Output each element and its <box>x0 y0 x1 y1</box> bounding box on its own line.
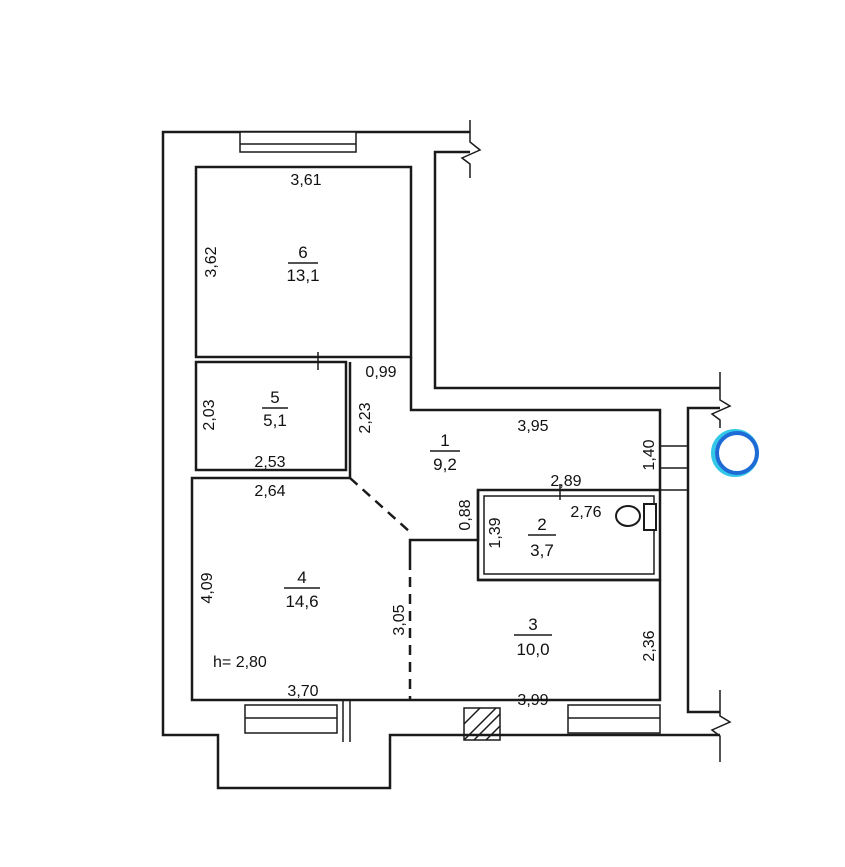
window-top <box>239 131 357 153</box>
ring-marker-icon[interactable] <box>711 429 759 477</box>
svg-text:1: 1 <box>440 431 449 450</box>
room-6-outline <box>194 165 413 359</box>
svg-text:5,1: 5,1 <box>263 411 287 430</box>
dim-r4-width-bottom: 3,70 <box>287 683 318 700</box>
dim-r1-right-height: 1,40 <box>641 439 658 470</box>
dim-r4-r3-divider: 3,05 <box>391 604 408 635</box>
dim-r5-height: 2,03 <box>201 399 218 430</box>
svg-text:4: 4 <box>297 568 306 587</box>
room-4-label: 4 14,6 <box>284 568 320 611</box>
dim-r4-width-top: 2,64 <box>254 483 285 500</box>
outer-walls <box>161 120 732 790</box>
svg-text:9,2: 9,2 <box>433 455 457 474</box>
dim-r5-width: 2,53 <box>254 454 285 471</box>
svg-text:3,7: 3,7 <box>530 541 554 560</box>
room-3-label: 3 10,0 <box>514 615 552 659</box>
dim-r3-height: 2,36 <box>641 630 658 661</box>
svg-text:5: 5 <box>270 388 279 407</box>
room-1-outline <box>409 357 662 490</box>
svg-text:10,0: 10,0 <box>516 640 549 659</box>
window-bottom-left <box>244 704 338 734</box>
dim-r3-width: 3,99 <box>517 692 548 709</box>
svg-text:13,1: 13,1 <box>286 266 319 285</box>
room-1-label: 1 9,2 <box>430 431 460 474</box>
svg-text:14,6: 14,6 <box>285 592 318 611</box>
dim-r4-height: 4,09 <box>199 572 216 603</box>
dim-r2-width-inner: 2,76 <box>570 504 601 521</box>
ventilation-duct <box>463 707 501 741</box>
dim-r2-width-top: 2,89 <box>550 473 581 490</box>
dim-r1-door-width: 0,99 <box>365 364 396 381</box>
window-bottom-right <box>567 704 661 734</box>
room-5-outline <box>194 360 348 472</box>
dim-r1-left-height: 2,23 <box>357 402 374 433</box>
dim-r1-gap: 0,88 <box>457 499 474 530</box>
dim-r6-width: 3,61 <box>290 172 321 189</box>
dim-r1-width: 3,95 <box>517 418 548 435</box>
svg-text:2: 2 <box>537 515 546 534</box>
ceiling-height: h= 2,80 <box>213 654 267 671</box>
room-2-label: 2 3,7 <box>528 515 556 560</box>
dim-r6-height: 3,62 <box>203 246 220 277</box>
toilet-icon <box>615 503 657 531</box>
opening-dashed-diagonal <box>349 477 411 533</box>
svg-text:3: 3 <box>528 615 537 634</box>
room-5-label: 5 5,1 <box>262 388 288 430</box>
room-2-outline <box>476 488 662 582</box>
dim-r2-height: 1,39 <box>487 517 504 548</box>
room-6-label: 6 13,1 <box>286 243 319 285</box>
svg-text:6: 6 <box>298 243 307 262</box>
